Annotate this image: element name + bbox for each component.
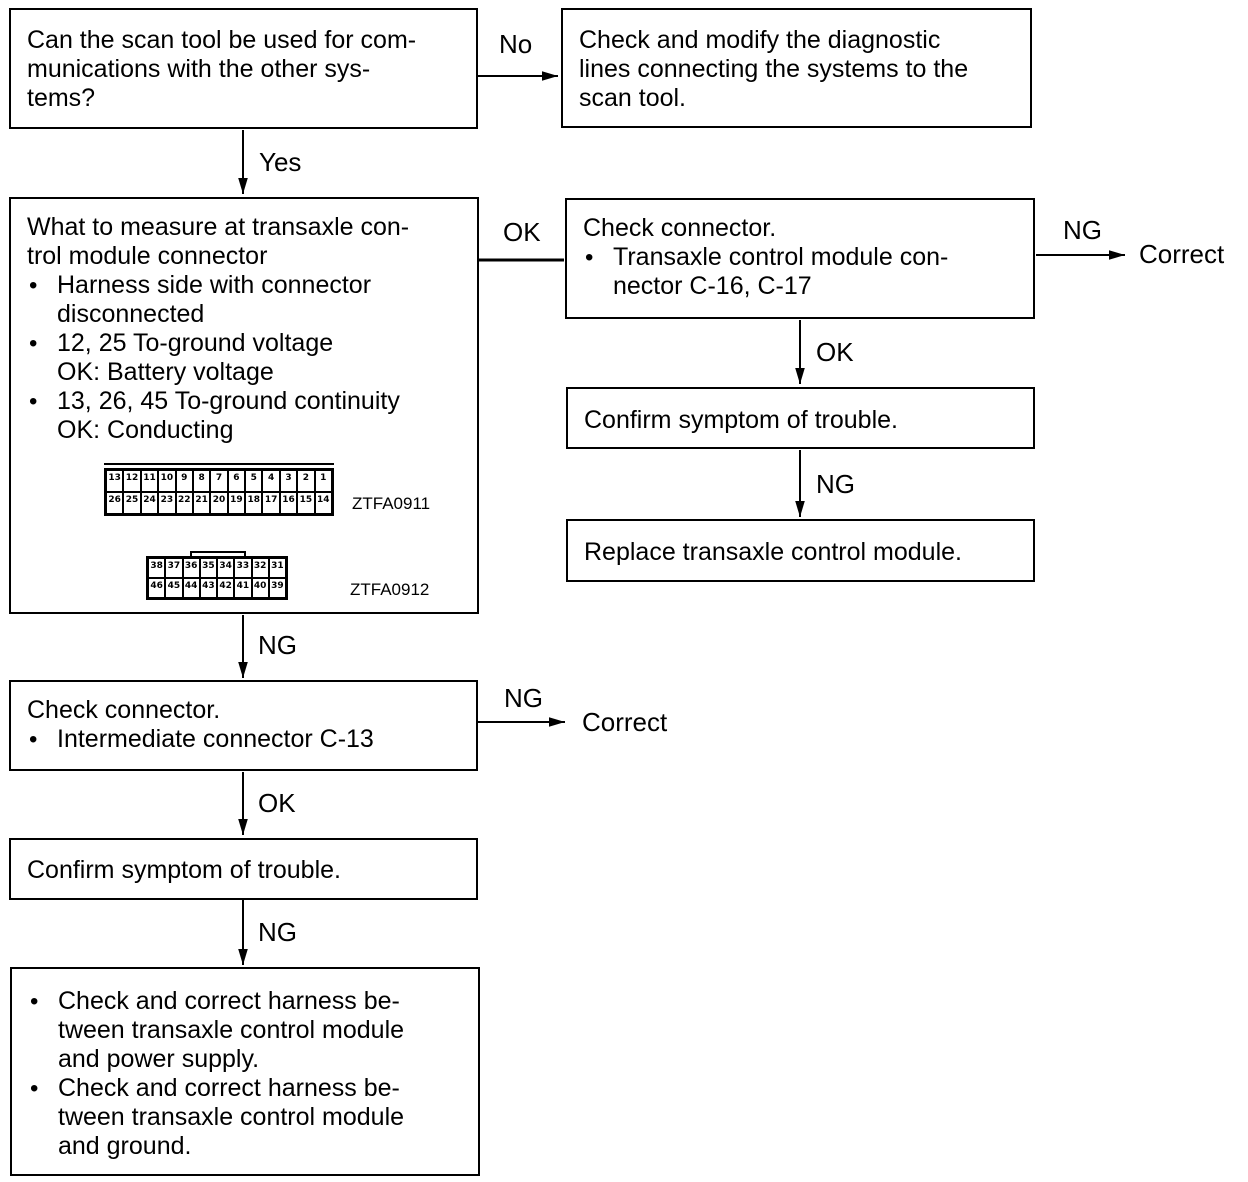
connector-c1-pin: 18 bbox=[245, 492, 263, 514]
connector-c1-pin: 1 bbox=[314, 470, 332, 492]
question-scan-tool-box: Can the scan tool be used for com- munic… bbox=[9, 8, 478, 129]
confirm-symptom-text-1: Confirm symptom of trouble. bbox=[584, 406, 898, 434]
label-ng-1: NG bbox=[1063, 215, 1102, 245]
label-ng-4: NG bbox=[504, 683, 543, 713]
connector-c2-pin: 31 bbox=[268, 558, 286, 578]
question-scan-tool-text: Can the scan tool be used for com- munic… bbox=[27, 26, 417, 112]
check-tcm-connector-heading: Check connector. bbox=[583, 214, 777, 242]
connector-c1-pin: 6 bbox=[227, 470, 246, 492]
check-intermediate-heading: Check connector. bbox=[27, 696, 221, 724]
connector-c1-pin: 22 bbox=[175, 492, 193, 514]
label-no: No bbox=[499, 29, 533, 59]
connector-c1-pin: 9 bbox=[175, 470, 193, 492]
connector-c2-pin: 33 bbox=[234, 558, 252, 578]
connector-c2-pin: 42 bbox=[217, 578, 235, 598]
label-correct-1: Correct bbox=[1139, 239, 1225, 269]
label-ok-3: OK bbox=[258, 788, 296, 818]
confirm-symptom-box-1: Confirm symptom of trouble. bbox=[566, 387, 1035, 449]
connector-c2-pin: 35 bbox=[199, 558, 217, 578]
connector-c1-pin: 20 bbox=[210, 492, 228, 514]
check-tcm-connector-box: Check connector. Transaxle control modul… bbox=[565, 198, 1035, 319]
connector-c1-pin: 15 bbox=[297, 492, 315, 514]
connector-c2-code: ZTFA0912 bbox=[350, 580, 430, 599]
measure-voltage-ok: OK: Battery voltage bbox=[57, 358, 274, 386]
label-ok-2: OK bbox=[816, 337, 854, 367]
connector-c1-pin: 7 bbox=[210, 470, 228, 492]
connector-c1-pin: 10 bbox=[158, 470, 176, 492]
measure-box: What to measure at transaxle con- trol m… bbox=[9, 197, 479, 614]
label-ng-2: NG bbox=[816, 469, 855, 499]
final-harness-ground-bullet: Check and correct harness be- tween tran… bbox=[28, 1074, 462, 1161]
confirm-symptom-text-2: Confirm symptom of trouble. bbox=[27, 856, 341, 884]
connector-c2-pin: 43 bbox=[199, 578, 217, 598]
connector-c2-pin: 38 bbox=[148, 558, 166, 578]
connector-c1-pin: 2 bbox=[297, 470, 315, 492]
connector-c2-pin: 46 bbox=[148, 578, 166, 598]
check-diagnostic-lines-text: Check and modify the diagnostic lines co… bbox=[579, 26, 969, 112]
label-correct-2: Correct bbox=[582, 707, 668, 737]
check-tcm-connector-bullet: Transaxle control module con- nector C-1… bbox=[583, 243, 1017, 301]
connector-c1-pin: 5 bbox=[245, 470, 263, 492]
connector-c1-pin: 24 bbox=[140, 492, 159, 514]
connector-c1-pin: 17 bbox=[262, 492, 280, 514]
final-harness-power-bullet: Check and correct harness be- tween tran… bbox=[28, 987, 462, 1074]
measure-bullet-continuity: 13, 26, 45 To-ground continuity bbox=[27, 387, 461, 416]
connector-c1-pin: 14 bbox=[314, 492, 332, 514]
connector-c1-code: ZTFA0911 bbox=[352, 494, 431, 513]
label-ng-5: NG bbox=[258, 917, 297, 947]
replace-tcm-text: Replace transaxle control module. bbox=[584, 538, 962, 566]
measure-continuity-ok: OK: Conducting bbox=[57, 416, 234, 444]
connector-c1-pin: 13 bbox=[106, 470, 124, 492]
connector-c1-pin: 4 bbox=[262, 470, 280, 492]
connector-c1-pin: 16 bbox=[279, 492, 298, 514]
final-harness-check-box: Check and correct harness be- tween tran… bbox=[10, 967, 480, 1176]
connector-c1-pin: 12 bbox=[123, 470, 141, 492]
measure-heading: What to measure at transaxle con- trol m… bbox=[27, 213, 410, 270]
connector-c1-pin: 26 bbox=[106, 492, 124, 514]
measure-bullet-harness: Harness side with connector disconnected bbox=[27, 271, 461, 329]
connector-c2-pin: 40 bbox=[251, 578, 269, 598]
check-intermediate-bullet: Intermediate connector C-13 bbox=[27, 725, 460, 754]
connector-c2-pin: 44 bbox=[182, 578, 200, 598]
connector-c1-pin: 11 bbox=[140, 470, 159, 492]
connector-c2-pin: 37 bbox=[165, 558, 183, 578]
label-yes: Yes bbox=[259, 147, 302, 177]
check-diagnostic-lines-box: Check and modify the diagnostic lines co… bbox=[561, 8, 1032, 128]
replace-tcm-box: Replace transaxle control module. bbox=[566, 519, 1035, 582]
connector-c1-pin: 8 bbox=[192, 470, 211, 492]
label-ng-3: NG bbox=[258, 630, 297, 660]
label-ok-1: OK bbox=[503, 217, 541, 247]
connector-c2-pin: 45 bbox=[165, 578, 183, 598]
confirm-symptom-box-2: Confirm symptom of trouble. bbox=[9, 838, 478, 900]
connector-c1-pin: 25 bbox=[123, 492, 141, 514]
connector-c1-pin: 3 bbox=[279, 470, 298, 492]
connector-c1-pin: 23 bbox=[158, 492, 176, 514]
connector-c2-pin: 32 bbox=[251, 558, 269, 578]
measure-bullet-voltage: 12, 25 To-ground voltage bbox=[27, 329, 461, 358]
connector-c2-pin: 39 bbox=[268, 578, 286, 598]
check-intermediate-connector-box: Check connector. Intermediate connector … bbox=[9, 680, 478, 771]
connector-c2-pin: 34 bbox=[217, 558, 235, 578]
connector-c2-pin: 41 bbox=[234, 578, 252, 598]
connector-c2-pin: 36 bbox=[182, 558, 200, 578]
connector-c1-pin: 19 bbox=[227, 492, 246, 514]
connector-c1-pin: 21 bbox=[192, 492, 211, 514]
